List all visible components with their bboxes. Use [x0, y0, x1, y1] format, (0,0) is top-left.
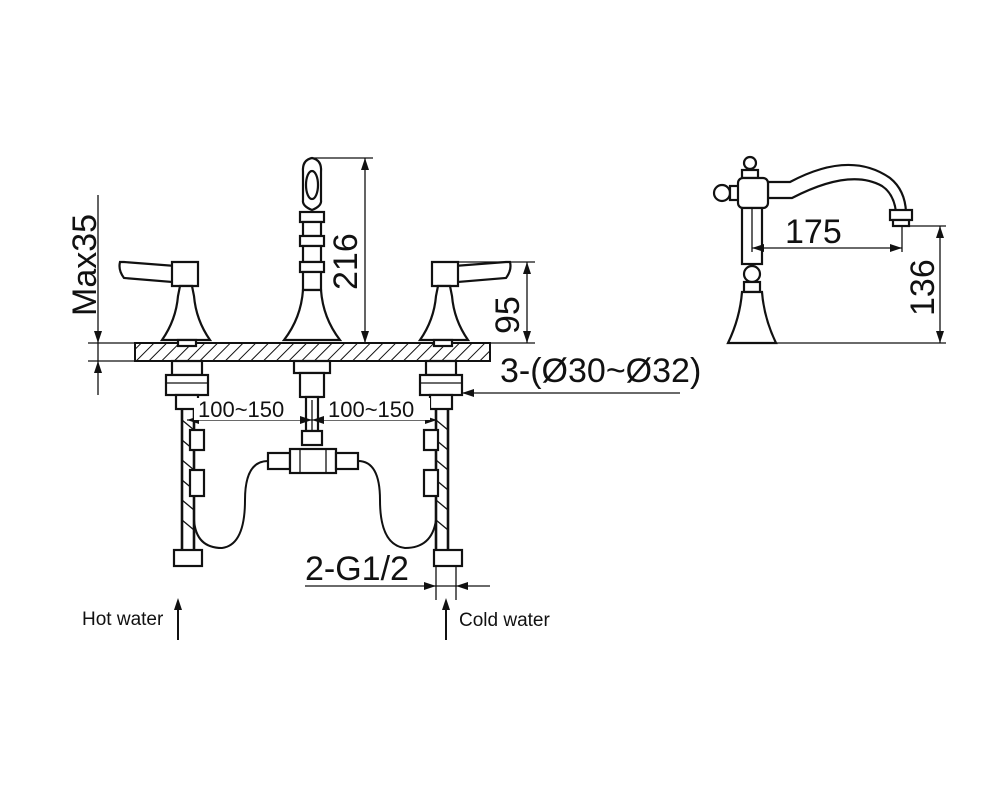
connection-thread-label: 2-G1/2	[305, 550, 409, 588]
hole-diameter-label: 3-(Ø30~Ø32)	[500, 352, 701, 390]
side-handle-body	[712, 155, 778, 345]
hot-water-indicator: Hot water	[82, 598, 182, 640]
arrow-up-icon	[442, 598, 450, 610]
spout-height-label: 216	[327, 233, 365, 290]
center-shank-assembly	[292, 359, 332, 447]
deck-thickness-label: Max35	[66, 214, 104, 316]
tee-connector	[266, 447, 360, 475]
right-shank-assembly	[418, 359, 464, 568]
left-handle-valve	[118, 260, 213, 348]
flexible-hoses	[193, 460, 437, 550]
handle-height-label: 95	[489, 296, 527, 334]
left-shank-assembly	[164, 359, 210, 568]
arrow-up-icon	[174, 598, 182, 610]
countertop-deck	[88, 342, 491, 362]
left-spacing-label: 100~150	[198, 397, 284, 422]
dimension-hole-diameter: 3-(Ø30~Ø32)	[462, 352, 701, 397]
center-spout-body	[281, 156, 343, 342]
right-spacing-label: 100~150	[328, 397, 414, 422]
right-handle-valve	[417, 260, 512, 348]
cold-water-indicator: Cold water	[442, 598, 550, 640]
spout-outlet-height-label: 136	[904, 259, 942, 316]
dimension-spout-outlet-height: 136	[776, 225, 946, 344]
side-view: 175 136	[712, 155, 946, 345]
spout-reach-label: 175	[785, 213, 842, 251]
dimension-spout-height: 216	[310, 157, 373, 343]
cold-water-label: Cold water	[459, 610, 550, 631]
dimension-deck-thickness: Max35	[66, 195, 104, 395]
hot-water-label: Hot water	[82, 609, 164, 630]
dimension-connection-thread: 2-G1/2	[305, 550, 490, 600]
dimension-handle-height: 95	[458, 261, 535, 344]
side-spout	[766, 163, 914, 228]
dimension-spout-reach: 175	[751, 208, 903, 252]
front-view	[88, 156, 512, 568]
dimension-spacing: 100~150 100~150	[187, 397, 437, 430]
